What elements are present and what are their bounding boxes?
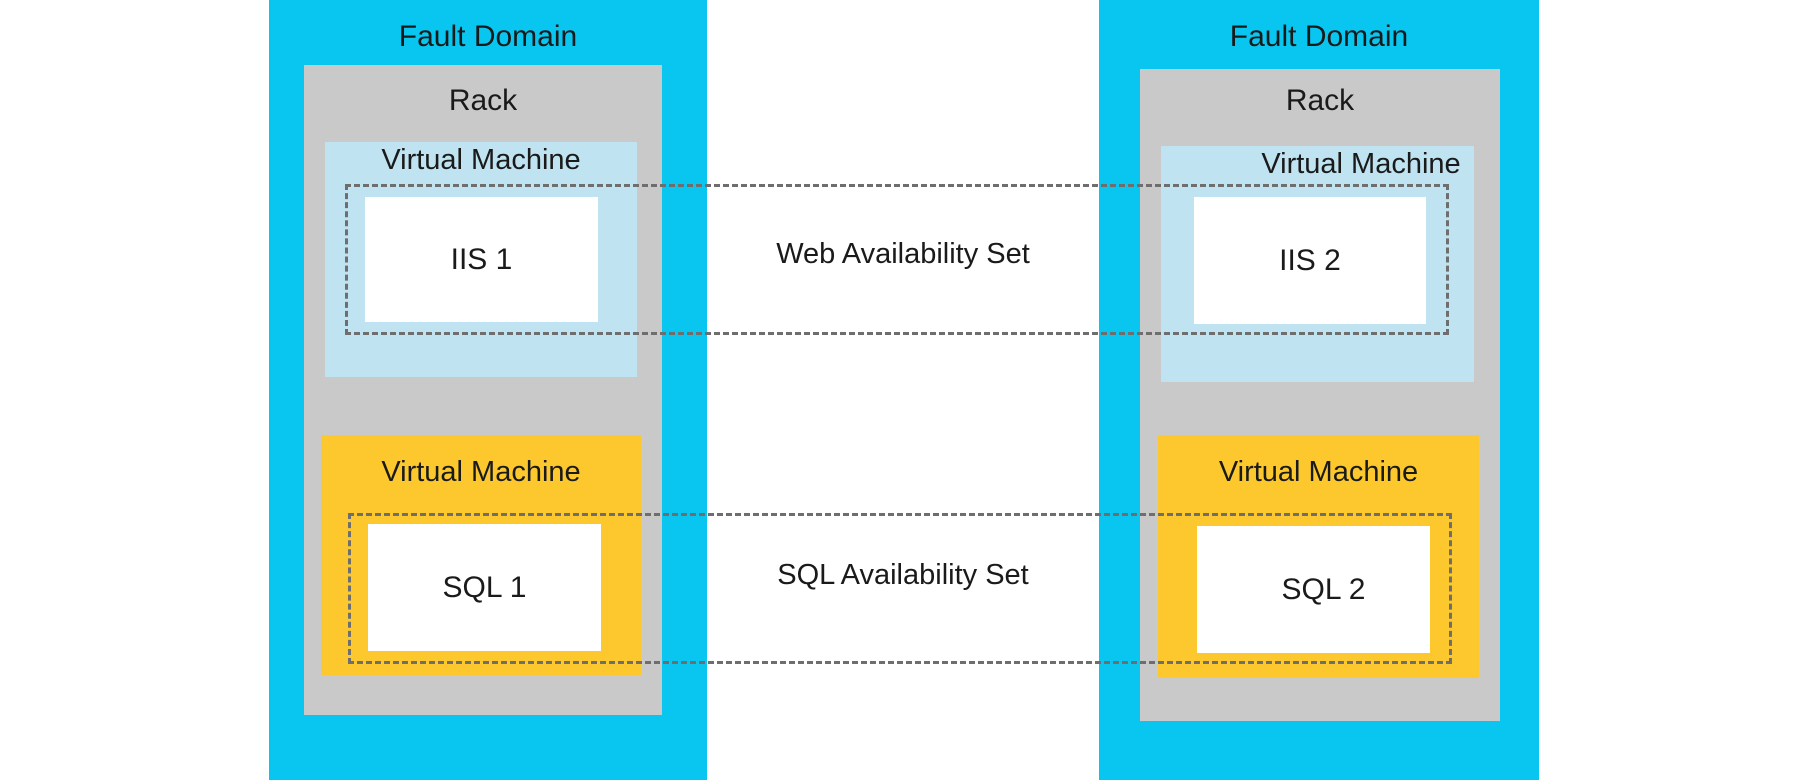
vm-label: Virtual Machine <box>381 456 581 488</box>
server-sql-1: SQL 1 <box>368 524 601 651</box>
web-availability-set-label: Web Availability Set <box>776 238 1030 270</box>
sql-availability-set-outline <box>348 513 1452 664</box>
rack-label: Rack <box>448 84 518 117</box>
fault-domain-label: Fault Domain <box>1229 20 1409 53</box>
server-label: SQL 1 <box>442 570 527 604</box>
server-iis-2: IIS 2 <box>1194 197 1426 324</box>
fault-domain-left: Fault Domain Rack Virtual Machine IIS 1 … <box>269 0 707 780</box>
server-iis-1: IIS 1 <box>365 197 598 322</box>
rack-left: Rack Virtual Machine IIS 1 Virtual Machi… <box>304 65 662 715</box>
server-sql-2: SQL 2 <box>1197 526 1430 653</box>
sql-vm-right: Virtual Machine SQL 2 <box>1158 435 1479 678</box>
vm-label: Virtual Machine <box>381 144 581 176</box>
server-label: SQL 2 <box>1281 572 1366 606</box>
web-availability-set-outline <box>345 184 1449 335</box>
sql-availability-set-label: SQL Availability Set <box>777 559 1029 591</box>
server-label: IIS 2 <box>1279 243 1341 277</box>
rack-right: Rack Virtual Machine IIS 2 Virtual Machi… <box>1140 69 1500 721</box>
web-vm-left: Virtual Machine IIS 1 <box>325 142 637 377</box>
vm-label: Virtual Machine <box>1218 456 1419 488</box>
server-label: IIS 1 <box>450 242 513 276</box>
fault-domain-label: Fault Domain <box>398 20 578 53</box>
vm-label: Virtual Machine <box>1261 148 1461 180</box>
sql-vm-left: Virtual Machine SQL 1 <box>321 435 641 675</box>
rack-label: Rack <box>1285 84 1355 117</box>
fault-domain-right: Fault Domain Rack Virtual Machine IIS 2 … <box>1099 0 1539 780</box>
